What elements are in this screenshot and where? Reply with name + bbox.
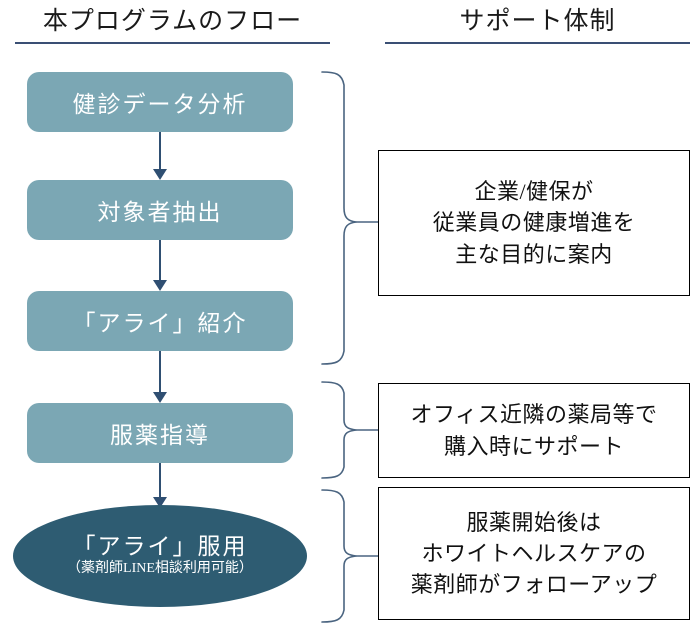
flow-terminal-label: 「アライ」服用: [72, 533, 248, 559]
brace-connector-1: [320, 68, 380, 368]
right-header-underline: [385, 42, 690, 44]
support-box-3[interactable]: 服薬開始後は ホワイトヘルスケアの 薬剤師がフォローアップ: [378, 487, 690, 620]
flow-terminal-node[interactable]: 「アライ」服用 （薬剤師LINE相談利用可能）: [13, 505, 307, 607]
support-box-2-line-1: オフィス近隣の薬局等で: [410, 402, 658, 428]
flow-step-4[interactable]: 服薬指導: [27, 403, 293, 463]
support-box-2[interactable]: オフィス近隣の薬局等で 購入時にサポート: [378, 383, 690, 478]
brace-connector-2: [320, 378, 380, 482]
support-box-1-line-1: 企業/健保が: [474, 179, 594, 205]
flow-step-3[interactable]: 「アライ」紹介: [27, 291, 293, 351]
flow-step-1[interactable]: 健診データ分析: [27, 72, 293, 132]
support-box-1[interactable]: 企業/健保が 従業員の健康増進を 主な目的に案内: [378, 150, 690, 296]
left-column-header: 本プログラムのフロー: [42, 8, 303, 35]
support-box-1-line-3: 主な目的に案内: [455, 241, 613, 267]
support-box-3-line-1: 服薬開始後は: [466, 509, 602, 535]
flow-step-2[interactable]: 対象者抽出: [27, 180, 293, 240]
flow-terminal-sublabel: （薬剤師LINE相談利用可能）: [67, 561, 253, 577]
flow-arrow-1: [153, 132, 167, 180]
support-box-3-line-3: 薬剤師がフォローアップ: [410, 572, 658, 598]
flow-arrow-3: [153, 351, 167, 403]
right-column-header: サポート体制: [459, 8, 616, 35]
support-box-3-line-2: ホワイトヘルスケアの: [421, 540, 647, 566]
flow-arrow-2: [153, 240, 167, 291]
left-header-underline: [15, 42, 330, 44]
flow-arrow-4: [153, 463, 167, 508]
brace-connector-3: [320, 486, 380, 626]
support-box-1-line-2: 従業員の健康増進を: [432, 210, 636, 236]
support-box-2-line-2: 購入時にサポート: [443, 433, 624, 459]
